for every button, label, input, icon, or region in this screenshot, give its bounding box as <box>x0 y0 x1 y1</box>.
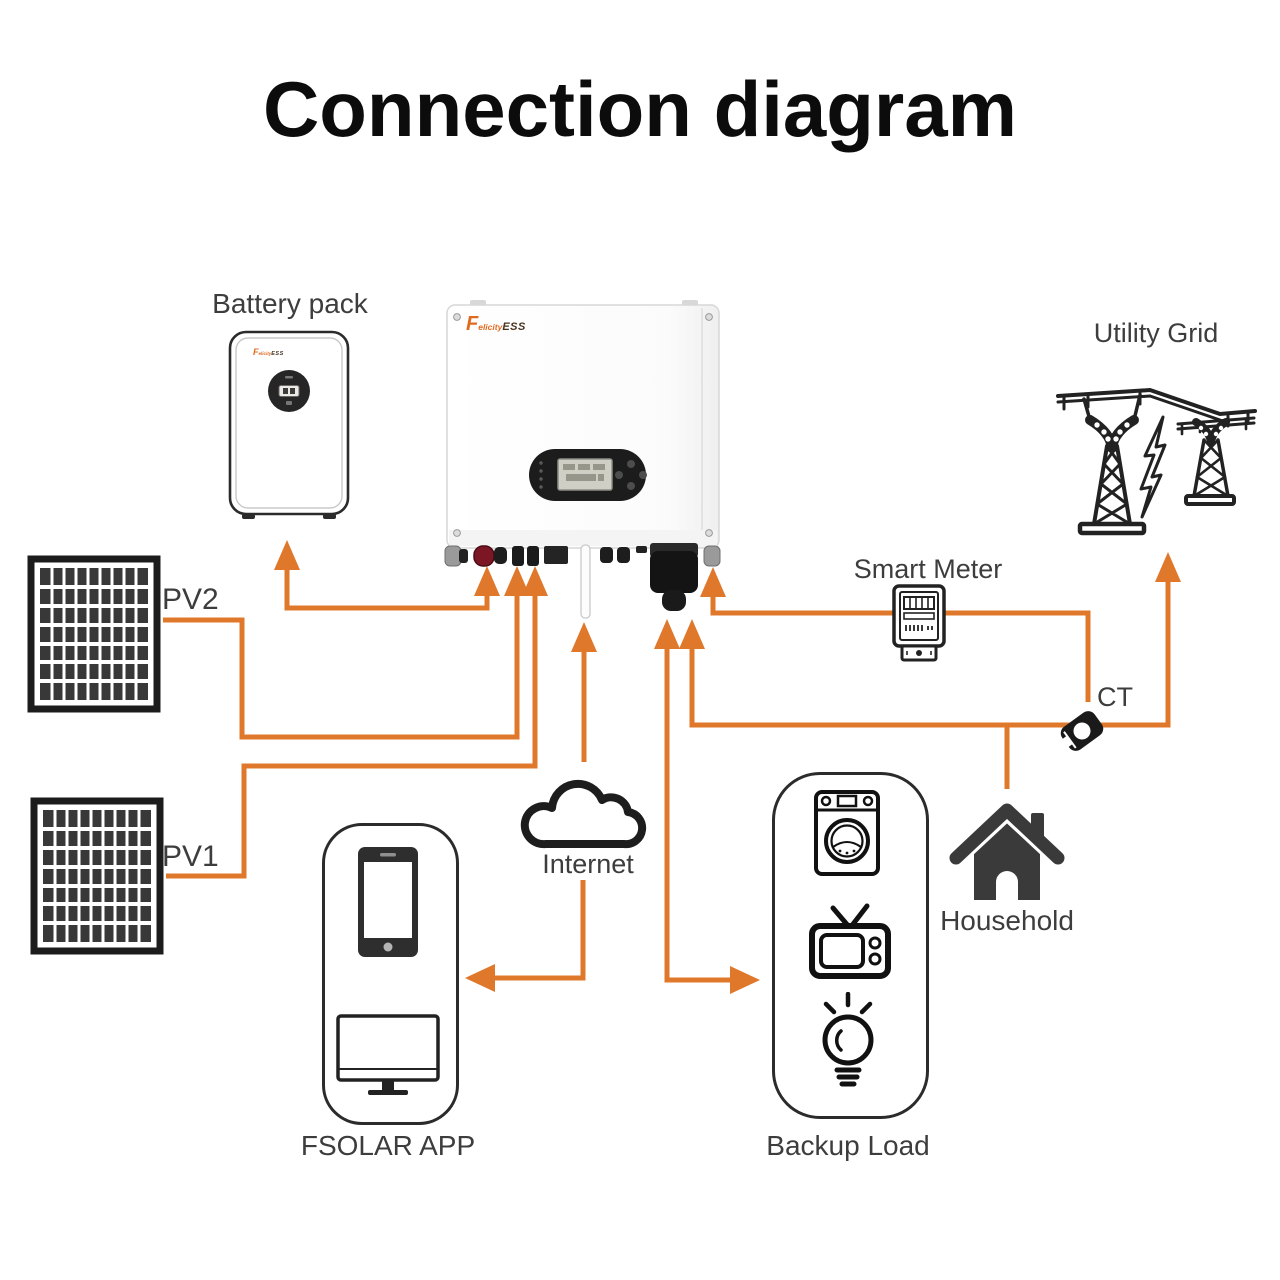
utility-grid-label: Utility Grid <box>1093 318 1219 348</box>
arrowhead-battery-port <box>474 566 500 596</box>
pv2-solar-panel-icon <box>27 555 161 713</box>
battery-pack-label: Battery pack <box>212 288 368 319</box>
line-pv1-to-inverter <box>166 592 538 879</box>
smart-meter-label: Smart Meter <box>853 554 1003 584</box>
tv-icon <box>809 903 891 979</box>
smartphone-icon <box>358 847 418 957</box>
pv1-label: PV1 <box>162 840 219 873</box>
arrowhead-to-backup <box>730 966 760 994</box>
arrowhead-to-grid <box>1155 552 1181 582</box>
ct-label: CT <box>1097 682 1133 712</box>
fsolar-app-label: FSOLAR APP <box>300 1130 476 1161</box>
arrowhead-pv1-port <box>522 566 548 596</box>
pv2-port <box>512 546 524 566</box>
backup-load-label: Backup Load <box>766 1130 930 1161</box>
internet-label: Internet <box>542 849 634 879</box>
battery-pack-icon <box>228 330 350 519</box>
light-bulb-icon <box>822 992 874 1087</box>
arrowhead-to-app <box>465 964 495 992</box>
arrowhead-pv2-port <box>504 566 530 596</box>
arrowhead-meter-port <box>700 567 726 597</box>
page-title: Connection diagram <box>262 65 1018 153</box>
pv1-port <box>527 546 539 566</box>
backup-load-box <box>772 772 929 1119</box>
lightning-bolt-icon <box>1139 415 1167 519</box>
arrowhead-ct-up <box>679 619 705 649</box>
wifi-dongle-cable <box>580 544 591 619</box>
line-battery-to-inverter <box>284 570 490 611</box>
battery-port <box>473 545 495 567</box>
smart-meter-icon <box>892 584 946 662</box>
line-inverter-to-backup-load <box>664 645 734 983</box>
ct-clamp-icon <box>1059 711 1104 751</box>
line-pv2-to-inverter <box>163 592 520 740</box>
desktop-monitor-icon <box>336 1014 440 1095</box>
internet-cloud-icon <box>520 779 647 849</box>
household-label: Household <box>940 905 1074 936</box>
fsolar-app-box <box>322 823 459 1125</box>
pv2-label: PV2 <box>162 583 219 616</box>
line-inverter-to-ct-grid <box>689 580 1171 789</box>
hybrid-inverter-icon <box>444 300 721 619</box>
pv1-solar-panel-icon <box>30 797 164 955</box>
washing-machine-icon <box>814 790 880 876</box>
utility-grid-icon <box>1056 387 1257 536</box>
house-icon <box>949 803 1065 900</box>
arrowhead-internet-up <box>571 622 597 652</box>
arrowhead-to-battery <box>274 540 300 570</box>
arrowhead-backup-up <box>654 619 680 649</box>
line-internet-to-app <box>493 880 586 981</box>
